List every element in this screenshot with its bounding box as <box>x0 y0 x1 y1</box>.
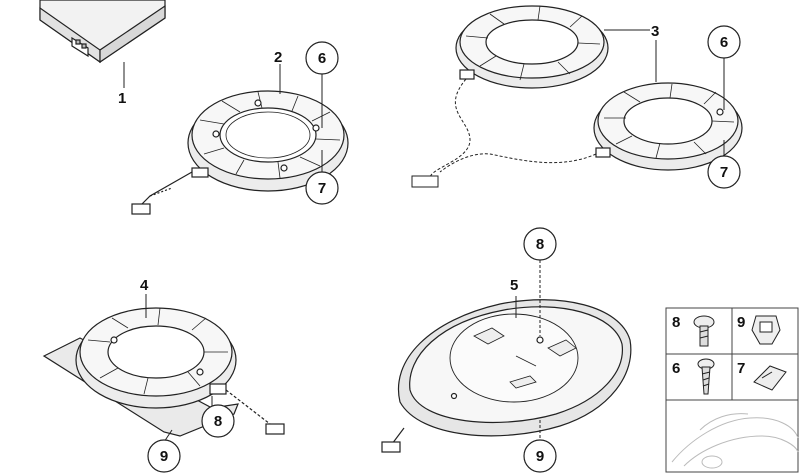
sensor-ring-3-upper <box>455 5 609 89</box>
part-label-5: 5 <box>510 277 518 294</box>
clip-nut-icon <box>751 315 781 345</box>
svg-text:7: 7 <box>318 180 326 197</box>
part-label-2: 2 <box>274 49 282 66</box>
fastener-legend: 8 9 6 7 <box>665 307 799 473</box>
callout-6a: 6 <box>305 41 339 75</box>
callout-8b: 8 <box>523 227 557 261</box>
callout-7b: 7 <box>707 155 741 189</box>
callout-8a: 8 <box>201 404 235 438</box>
legend-number-7: 7 <box>737 360 745 377</box>
part-label-1: 1 <box>118 90 126 107</box>
car-silhouette-icon <box>671 413 799 469</box>
callout-9b: 9 <box>523 439 557 473</box>
harness-3 <box>411 78 597 188</box>
sensor-ring-2 <box>131 90 349 215</box>
svg-text:9: 9 <box>536 448 544 465</box>
callout-6b: 6 <box>707 25 741 59</box>
screw-icon <box>697 358 715 395</box>
bolt-icon <box>693 315 715 347</box>
seat-mat-cover <box>381 299 632 453</box>
sensor-ring-4 <box>42 307 285 437</box>
callout-7a: 7 <box>305 171 339 205</box>
part-label-4: 4 <box>140 277 149 294</box>
legend-number-6: 6 <box>672 360 680 377</box>
sensor-ring-3-lower <box>593 82 743 171</box>
svg-text:9: 9 <box>160 448 168 465</box>
spring-clip-icon <box>753 365 787 391</box>
svg-text:8: 8 <box>214 413 222 430</box>
part-label-3: 3 <box>651 23 659 40</box>
control-module <box>39 0 166 64</box>
svg-text:8: 8 <box>536 236 544 253</box>
callout-9a: 9 <box>147 439 181 473</box>
legend-number-9: 9 <box>737 314 745 331</box>
svg-text:7: 7 <box>720 164 728 181</box>
svg-text:6: 6 <box>720 34 728 51</box>
legend-number-8: 8 <box>672 314 680 331</box>
svg-text:6: 6 <box>318 50 326 67</box>
